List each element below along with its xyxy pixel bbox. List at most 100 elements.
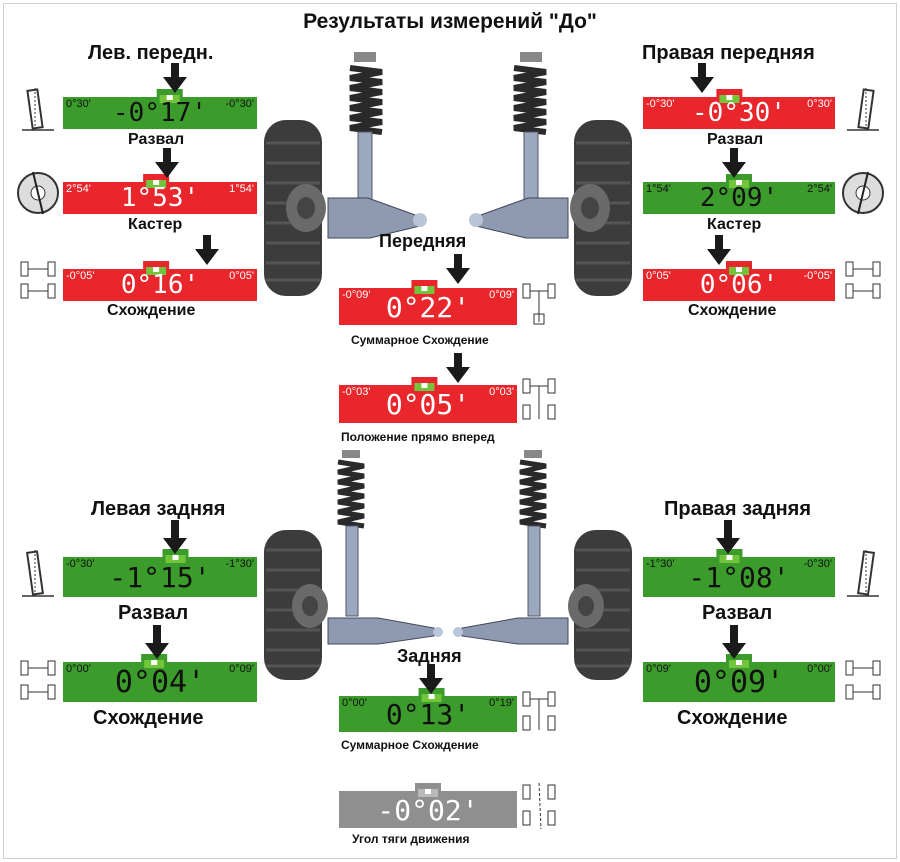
front-left-camber-arrow-icon [163, 63, 187, 93]
value-pointer [425, 789, 431, 794]
indicator-bar [63, 174, 257, 214]
range-min: -1°30' [646, 558, 675, 570]
front-left-camber-label: Развал [128, 131, 185, 148]
thrust-angle-panel: -0°02' [339, 783, 517, 828]
value-pointer [421, 383, 428, 388]
indicator-bar [339, 688, 517, 732]
front-right-toe-panel: 0°05'-0°05'0°06' [643, 261, 835, 301]
range-max: 0°09' [229, 663, 254, 675]
page-title: Результаты измерений "До" [303, 10, 597, 33]
front-suspension-illustration [264, 52, 632, 296]
toe-diagram-icon [845, 261, 881, 299]
front-left-strut [327, 52, 427, 239]
rear-right-heading: Правая задняя [664, 498, 812, 520]
range-max: -0°30' [225, 98, 254, 110]
rear-left-toe-arrow-icon [145, 625, 169, 659]
range-max: 0°05' [229, 270, 254, 282]
range-min: -0°30' [66, 558, 95, 570]
value-pointer [153, 267, 160, 272]
measurement-value: 0°22' [385, 290, 471, 324]
indicator-bar [643, 654, 835, 702]
indicator-bar [63, 89, 257, 129]
front-left-heading: Лев. передн. [88, 42, 214, 64]
front-right-caster-label: Кастер [707, 216, 762, 233]
value-pointer [428, 694, 435, 699]
front-left-camber-panel: 0°30'-0°30'-0°17' [63, 89, 257, 129]
measurement-value: 1°53' [120, 183, 200, 213]
rear-left-strut [327, 450, 443, 645]
rear-left-heading: Левая задняя [91, 498, 226, 520]
range-min: -0°30' [646, 98, 675, 110]
indicator-bar [643, 549, 835, 597]
thrust-angle-label: Угол тяги движения [352, 832, 470, 846]
value-pointer [153, 180, 160, 185]
measurement-value: -1°08' [688, 561, 790, 594]
front-total-toe-panel: -0°09'0°09'0°22' [339, 280, 517, 325]
front-right-toe-arrow-icon [707, 235, 731, 265]
range-min: 0°09' [646, 663, 671, 675]
front-right-caster-panel: 1°54'2°54'2°09' [643, 174, 835, 214]
indicator-bar [339, 280, 517, 325]
rear-right-toe-panel: 0°09'0°00'0°09' [643, 654, 835, 702]
rear-right-camber-arrow-icon [716, 520, 740, 554]
rear-total-toe-label: Суммарное Схождение [341, 738, 479, 752]
setback-arrow-icon [446, 353, 470, 383]
range-min: -0°03' [342, 386, 371, 398]
rear-right-toe-label: Схождение [677, 707, 788, 729]
measurement-value: -1°15' [109, 561, 211, 594]
toe-diagram-icon [845, 660, 881, 700]
rear-right-camber-panel: -1°30' -0°30' -1°08' [643, 549, 835, 597]
range-max: 0°03' [489, 386, 514, 398]
value-pointer [172, 555, 179, 560]
measurement-value: -0°17' [113, 98, 207, 128]
range-max: 0°30' [807, 98, 832, 110]
range-max: 2°54' [807, 183, 832, 195]
measurement-value: 0°16' [120, 270, 200, 300]
rear-right-wheel [568, 530, 632, 680]
rear-right-toe-arrow-icon [722, 625, 746, 659]
toe-diagram-icon [20, 660, 56, 700]
range-max: -0°30' [803, 558, 832, 570]
front-right-camber-arrow-icon [690, 63, 714, 93]
camber-diagram-icon [22, 550, 54, 597]
page-frame [3, 3, 897, 859]
camber-diagram-icon [847, 88, 879, 131]
indicator-bar [63, 549, 257, 597]
toe-diagram-icon [20, 261, 56, 299]
front-right-camber-label: Развал [707, 131, 764, 148]
range-min: 0°05' [646, 270, 671, 282]
front-left-toe-panel: -0°05'0°05'0°16' [63, 261, 257, 301]
front-right-heading: Правая передняя [642, 42, 815, 64]
rear-suspension-illustration [264, 450, 632, 680]
range-max: -0°05' [803, 270, 832, 282]
front-left-caster-label: Кастер [128, 216, 183, 233]
rear-left-wheel [264, 530, 328, 680]
rear-left-toe-label: Схождение [93, 707, 204, 729]
indicator-bar [339, 377, 517, 423]
total-toe-diagram-icon [522, 283, 556, 325]
range-min: 2°54' [66, 183, 91, 195]
rear-left-camber-label: Развал [118, 602, 189, 624]
total-toe-diagram-icon [522, 691, 556, 731]
front-left-toe-arrow-icon [195, 235, 219, 265]
rear-total-toe-panel: 0°00'0°19'0°13' [339, 688, 517, 732]
measurement-value: 0°05' [385, 388, 471, 421]
value-pointer [736, 660, 742, 665]
setback-label: Положение прямо вперед [341, 430, 495, 444]
range-max: 1°54' [229, 183, 254, 195]
indicator-bar [643, 89, 835, 129]
camber-diagram-icon [22, 88, 54, 131]
front-right-toe-label: Схождение [688, 302, 777, 319]
front-right-wheel [570, 120, 632, 296]
rear-right-camber-label: Развал [702, 602, 773, 624]
range-max: -1°30' [225, 558, 254, 570]
value-pointer [151, 660, 158, 665]
camber-diagram-icon [847, 550, 879, 597]
rear-center-heading: Задняя [397, 646, 462, 666]
rear-total-toe-arrow-icon [419, 664, 443, 694]
value-pointer [726, 95, 733, 100]
indicator-bar [339, 783, 517, 828]
value-pointer [726, 555, 733, 560]
setback-panel: -0°03' 0°03' 0°05' [339, 377, 517, 423]
thrust-angle-diagram-icon [522, 782, 556, 830]
